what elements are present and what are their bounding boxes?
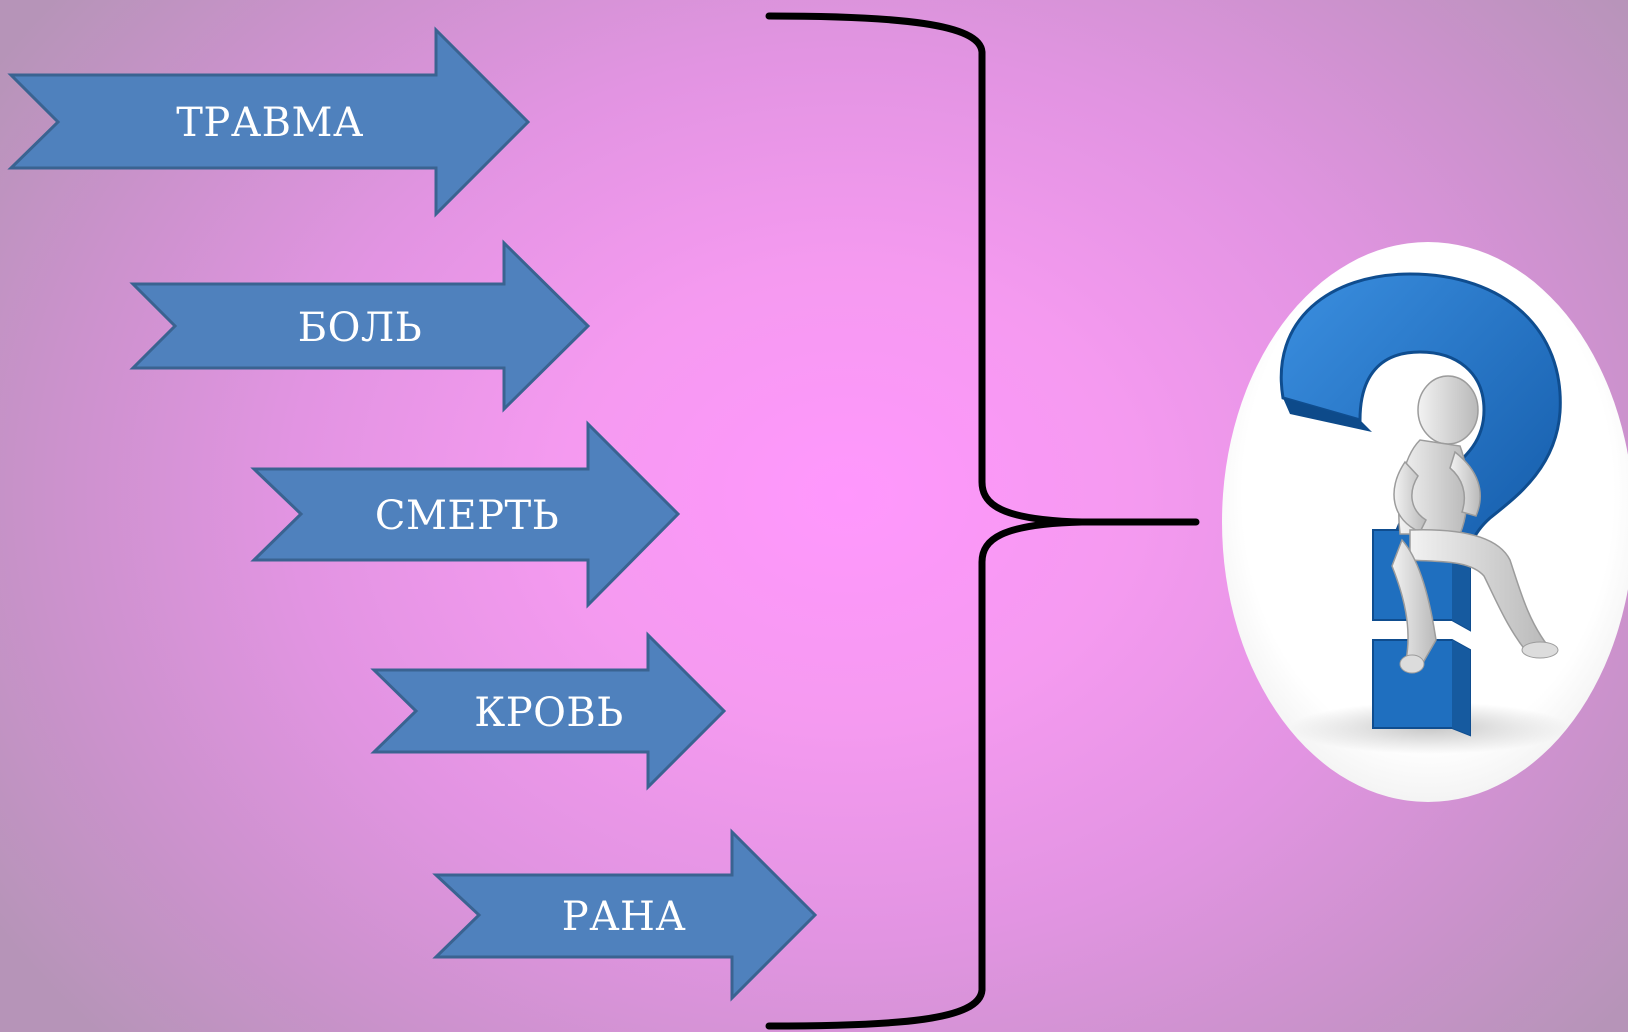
arrow-krov: КРОВЬ	[370, 631, 727, 791]
arrow-smert-shape	[250, 420, 681, 609]
thinking-person-on-question-mark-icon	[1222, 242, 1628, 802]
arrow-travma: ТРАВМА	[7, 26, 531, 218]
arrow-rana: РАНА	[432, 828, 818, 1002]
curly-brace	[765, 12, 1200, 1030]
arrow-travma-label: ТРАВМА	[176, 100, 364, 146]
arrows-group: ТРАВМА БОЛЬ СМЕРТЬ КРОВЬ РАНА	[7, 26, 818, 1002]
arrow-travma-shape	[7, 26, 531, 218]
arrow-krov-label: КРОВЬ	[474, 690, 624, 736]
arrow-bol-shape	[129, 239, 591, 413]
arrow-rana-shape	[432, 828, 818, 1002]
arrow-krov-shape	[370, 631, 727, 791]
arrow-smert: СМЕРТЬ	[250, 420, 681, 609]
arrow-smert-label: СМЕРТЬ	[375, 493, 559, 539]
thinking-person	[1391, 375, 1559, 674]
arrow-bol: БОЛЬ	[129, 239, 591, 413]
arrow-bol-label: БОЛЬ	[298, 305, 423, 351]
arrow-rana-label: РАНА	[562, 894, 686, 940]
